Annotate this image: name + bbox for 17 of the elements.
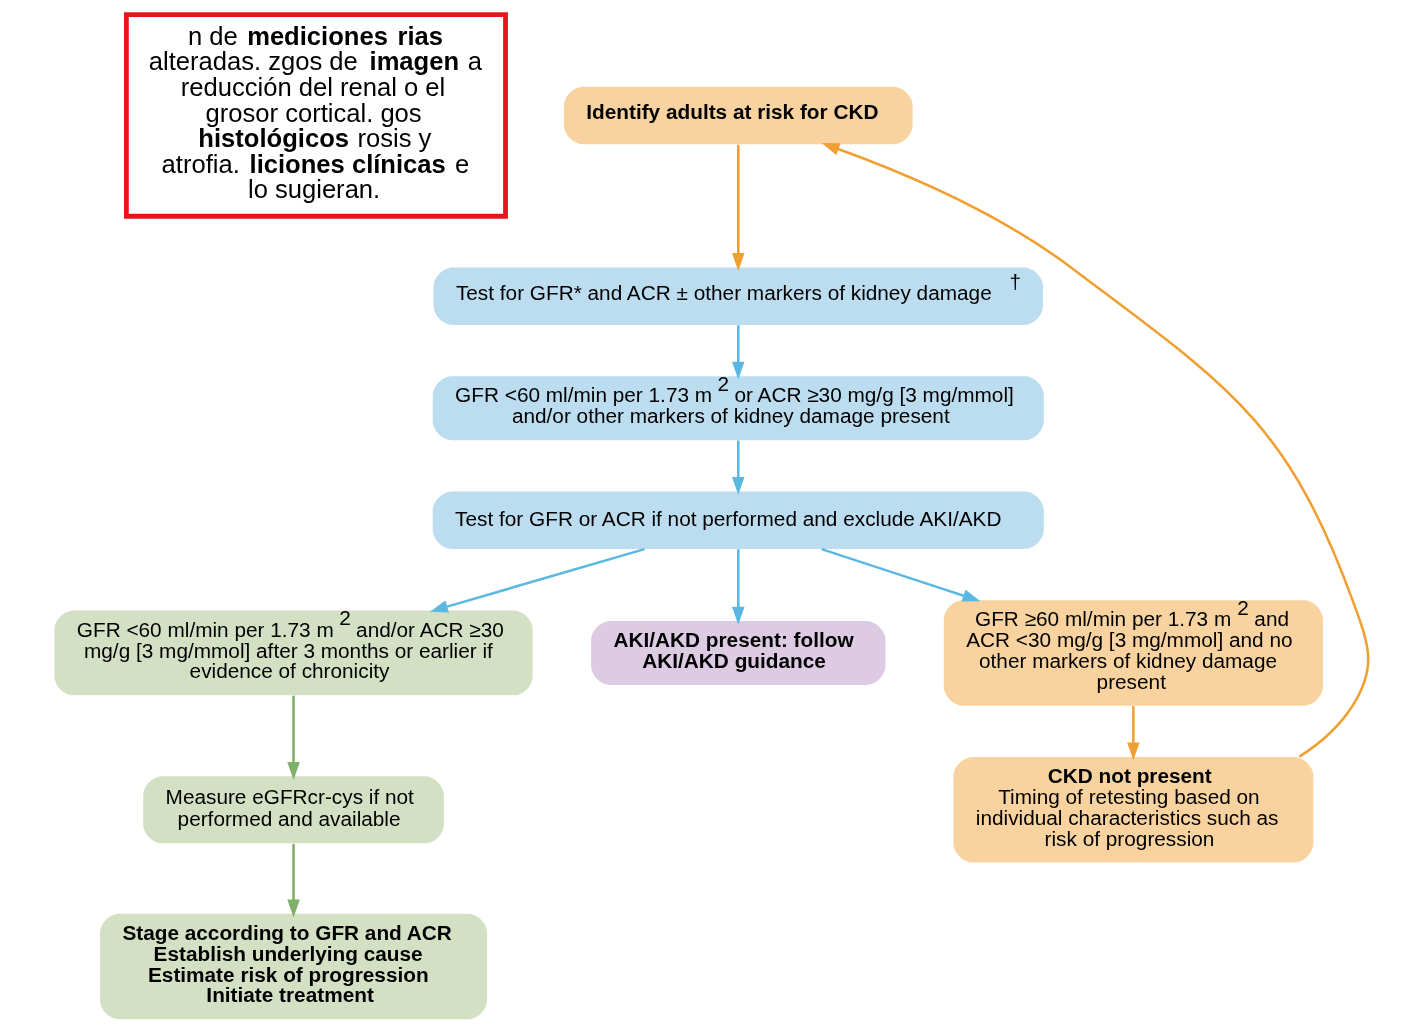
arrow <box>820 547 980 602</box>
node-box: AKI/AKD present: follow AKI/AKD guidance <box>590 621 885 685</box>
arrow <box>286 695 300 780</box>
arrow <box>821 143 1369 758</box>
arrow <box>731 325 745 380</box>
node-box: CKD not present Timing of retesting based on individual characteristics such as risk of progression <box>952 756 1313 863</box>
arrow <box>731 549 745 625</box>
arrow <box>731 440 745 495</box>
node-box: Stage according to GFR and ACR Establish underlying cause Estimate risk of progression Initiate treatment <box>99 913 487 1020</box>
node-box: Measure eGFRcr-cys if not performed and available <box>142 776 444 844</box>
arrow <box>731 144 745 271</box>
node-box: Identify adults at risk for CKD <box>563 86 913 145</box>
node-box: n de mediciones rias alteradas. zgos de imagen a reducción del renal o el grosor cortical. gos histológicos rosis y atrofia. liciones clínicas e lo sugieran. <box>123 12 508 219</box>
node-box: Test for GFR or ACR if not performed and exclude AKI/AKD <box>432 491 1044 549</box>
arrow <box>429 547 645 613</box>
arrow <box>286 843 300 918</box>
arrow <box>1126 706 1140 761</box>
